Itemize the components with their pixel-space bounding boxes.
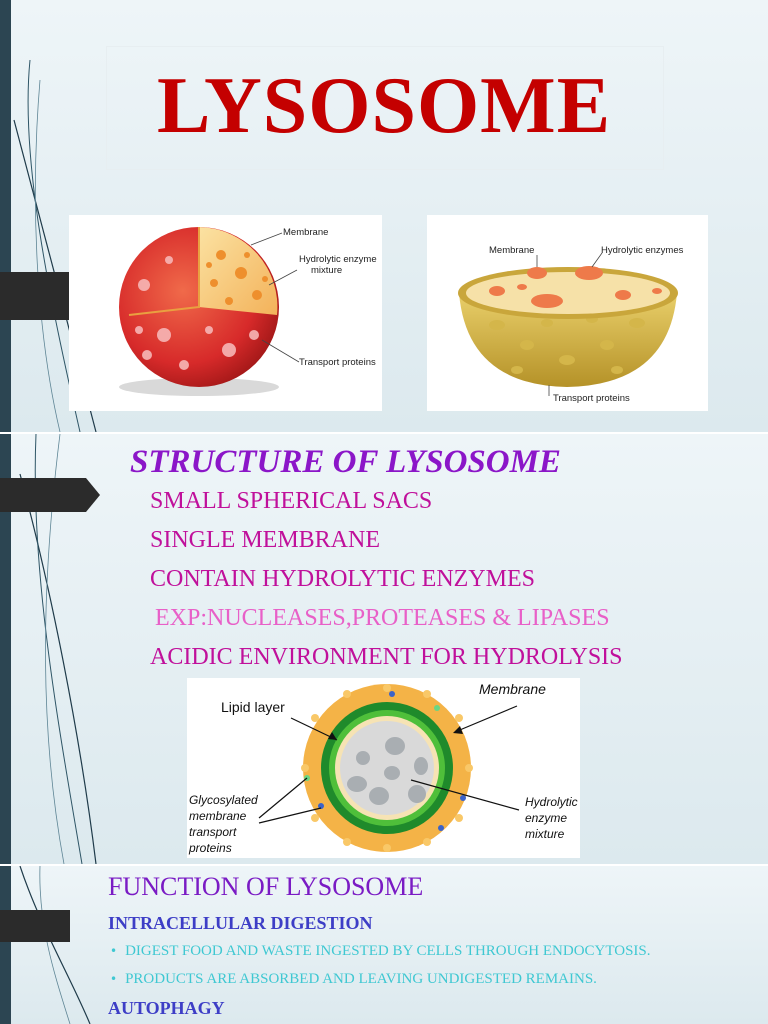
label-hydro-3: mixture xyxy=(525,827,565,841)
page-title: LYSOSOME xyxy=(156,62,612,150)
label-hydro-1: Hydrolytic xyxy=(525,795,578,809)
example-line: EXP:NUCLEASES,PROTEASES & LIPASES xyxy=(155,605,610,631)
label-hydro-2: enzyme xyxy=(525,811,567,825)
bullet-item: CONTAIN HYDROLYTIC ENZYMES xyxy=(150,566,535,592)
lysosome-bowl-image: Membrane Hydrolytic enzymes Transport pr… xyxy=(427,215,708,411)
lysosome-cutaway-image: Membrane Hydrolytic enzyme mixture Trans… xyxy=(69,215,382,411)
function-heading: FUNCTION OF LYSOSOME xyxy=(108,872,424,901)
section-intracellular-digestion: INTRACELLULAR DIGESTION xyxy=(108,913,373,933)
left-accent-bar xyxy=(0,0,11,432)
title-frame xyxy=(106,46,664,170)
label-transport-proteins-2: Transport proteins xyxy=(553,393,630,404)
lysosome-cross-section-diagram: Lipid layer Membrane Glycosylated membra… xyxy=(187,678,580,858)
label-glyco-2: membrane xyxy=(189,809,247,823)
bullet-item: SMALL SPHERICAL SACS xyxy=(150,488,433,514)
left-accent-bar xyxy=(0,434,11,864)
left-accent-bar xyxy=(0,866,11,1024)
section-autophagy: AUTOPHAGY xyxy=(108,998,225,1018)
label-enzyme-mixture-1: Hydrolytic enzyme xyxy=(299,254,377,265)
label-glyco-1: Glycosylated xyxy=(189,793,258,807)
label-membrane-2: Membrane xyxy=(489,245,534,256)
slide-tab xyxy=(0,910,70,942)
label-transport-proteins: Transport proteins xyxy=(299,357,376,368)
slide-title: LYSOSOME xyxy=(0,0,768,432)
bullet-item: SINGLE MEMBRANE xyxy=(150,527,381,553)
list-item: •PRODUCTS ARE ABSORBED AND LEAVING UNDIG… xyxy=(110,971,597,987)
label-hydrolytic-enzymes: Hydrolytic enzymes xyxy=(601,245,684,256)
label-membrane-3: Membrane xyxy=(479,681,546,697)
bullet-item: ACIDIC ENVIRONMENT FOR HYDROLYSIS xyxy=(150,644,623,670)
label-glyco-3: transport xyxy=(189,825,237,839)
structure-heading: STRUCTURE OF LYSOSOME xyxy=(130,444,561,480)
slide-tab-arrow xyxy=(0,478,100,512)
slide-function: FUNCTION OF LYSOSOME INTRACELLULAR DIGES… xyxy=(0,866,768,1024)
slide-structure: STRUCTURE OF LYSOSOME SMALL SPHERICAL SA… xyxy=(0,434,768,864)
list-item: •DIGEST FOOD AND WASTE INGESTED BY CELLS… xyxy=(110,943,651,959)
slide-tab xyxy=(0,272,70,320)
label-membrane: Membrane xyxy=(283,227,328,238)
label-lipid-layer: Lipid layer xyxy=(221,699,285,715)
label-enzyme-mixture-2: mixture xyxy=(311,265,342,276)
label-glyco-4: proteins xyxy=(188,841,232,855)
